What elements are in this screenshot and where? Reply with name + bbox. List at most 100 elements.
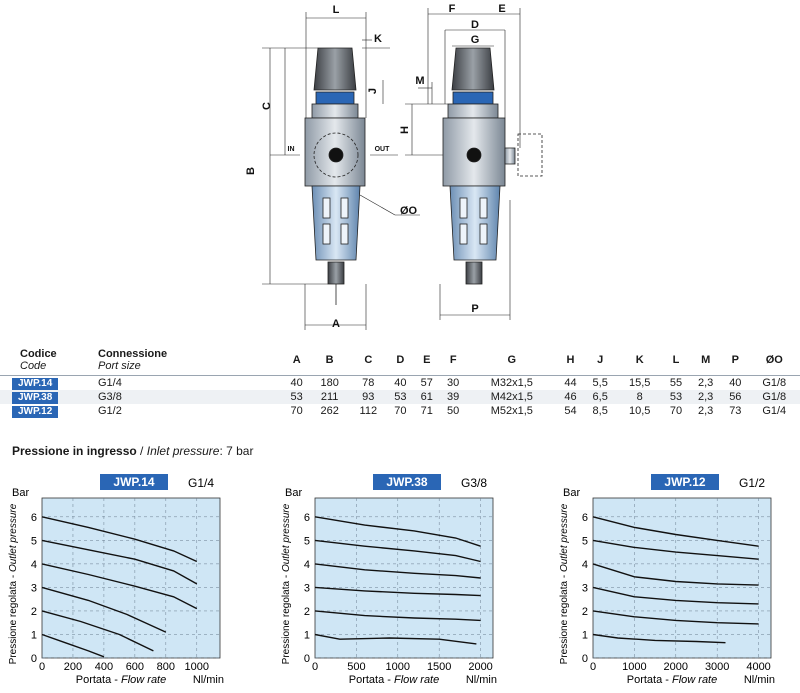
x-tick-label: 200 [64,661,82,673]
dim-cell: 53 [387,390,414,404]
dim-cell: 53 [283,390,310,404]
chart-title-badge [373,474,441,490]
dim-cell: M32x1,5 [490,377,533,389]
y-tick-label: 6 [31,512,37,524]
regulator-right-view [442,47,543,285]
y-tick-label: 2 [582,606,588,618]
dim-cell: G1/4 [762,405,787,417]
y-tick-label: 2 [31,606,37,618]
y-axis-label: Pressione regolata - Outlet pressure [559,503,570,664]
dim-header: B [325,354,334,366]
y-axis-label: Pressione regolata - Outlet pressure [8,503,19,664]
dim-cell: 180 [320,377,339,389]
y-tick-label: 1 [304,629,310,641]
dim-label-h: H [399,126,411,134]
inlet-label-en: Inlet pressure [146,444,220,458]
x-tick-label: 1000 [386,661,410,673]
chart-title: JWP.14 [113,475,154,489]
dim-cell: G1/8 [762,377,787,389]
y-tick-label: 4 [31,559,37,571]
series-line [592,610,759,625]
x-tick-label: 1000 [622,661,646,673]
dim-label-k: K [374,33,382,45]
dim-label-b: B [245,167,257,175]
series-line [41,610,154,652]
dim-cell: 40 [290,377,303,389]
dim-label-d: D [471,19,479,31]
x-axis-label: Portata - Flow rate [76,674,167,686]
dim-cell: 61 [413,390,440,404]
series-line [592,633,726,644]
dim-cell: 57 [420,377,433,389]
port-header-it: Connessione [98,348,168,360]
dim-cell: 50 [447,405,460,417]
port-cell: G1/4 [98,377,122,389]
dim-cell: 5,5 [592,377,608,389]
code-badge: JWP.38 [12,391,59,404]
chart-subtitle: G3/8 [461,476,487,490]
chart-title-badge [651,474,719,490]
y-tick-label: 3 [31,582,37,594]
dim-cell: 40 [394,377,407,389]
series-line [314,586,481,597]
dim-header: L [672,354,680,366]
code-header: Codice Code [0,345,70,376]
dim-cell: 70 [394,405,407,417]
code-header-en: Code [20,360,47,372]
chart-title: JWP.12 [664,475,705,489]
dim-header: H [566,354,575,366]
y-tick-label: 6 [304,512,310,524]
series-line [41,563,198,610]
x-axis-label-it: Portata - [76,674,121,686]
y-tick-label: 4 [304,559,310,571]
code-cell: JWP.12 [0,404,70,418]
dim-cell: 44 [564,377,577,389]
x-axis-label-en: Flow rate [394,674,439,686]
y-axis-unit: Bar [285,487,302,499]
dim-label-e: E [498,3,505,15]
dim-header: K [635,354,644,366]
dimension-drawing: L K C J B IN OUT ØO A F E D G M H P [245,3,543,330]
dim-cell: 46 [557,390,584,404]
dim-cell: 15,5 [629,377,651,389]
regulator-left-view [304,47,366,305]
series-line [314,516,481,547]
dim-label-p: P [471,303,478,315]
dim-cell: 2,3 [698,405,714,417]
dim-cell: 8,5 [592,405,608,417]
x-axis-label-it: Portata - [627,674,672,686]
series-line [41,633,105,658]
dim-cell: 112 [359,405,378,417]
x-tick-label: 500 [347,661,365,673]
code-badge: JWP.14 [12,377,59,390]
dim-cell: 78 [362,377,375,389]
dim-header: G [507,354,517,366]
x-tick-label: 400 [95,661,113,673]
x-tick-label: 3000 [705,661,729,673]
dim-cell: 211 [309,390,350,404]
dim-cell: M52x1,5 [490,405,533,417]
dim-cell: 54 [564,405,577,417]
dim-header: A [292,354,301,366]
dim-header: C [364,354,373,366]
dim-label-g: G [471,34,480,46]
y-axis-label-it: Pressione regolata - [281,572,292,664]
series-line [592,586,759,605]
dim-cell: 2,3 [689,390,723,404]
code-badge: JWP.12 [12,405,59,418]
y-axis-label-en: Outlet pressure [281,503,292,572]
dim-cell: 262 [320,405,339,417]
dim-header: J [597,354,604,366]
x-axis-label: Portata - Flow rate [349,674,440,686]
y-tick-label: 0 [31,653,37,665]
dim-cell: 73 [729,405,742,417]
port-header: Connessione Port size [70,345,283,376]
dim-label-c: C [261,102,273,110]
y-tick-label: 5 [304,535,310,547]
y-axis-label-en: Outlet pressure [559,503,570,572]
x-tick-label: 0 [39,661,45,673]
x-tick-label: 1000 [185,661,209,673]
series-line [314,539,481,563]
y-axis-label-en: Outlet pressure [8,503,19,572]
